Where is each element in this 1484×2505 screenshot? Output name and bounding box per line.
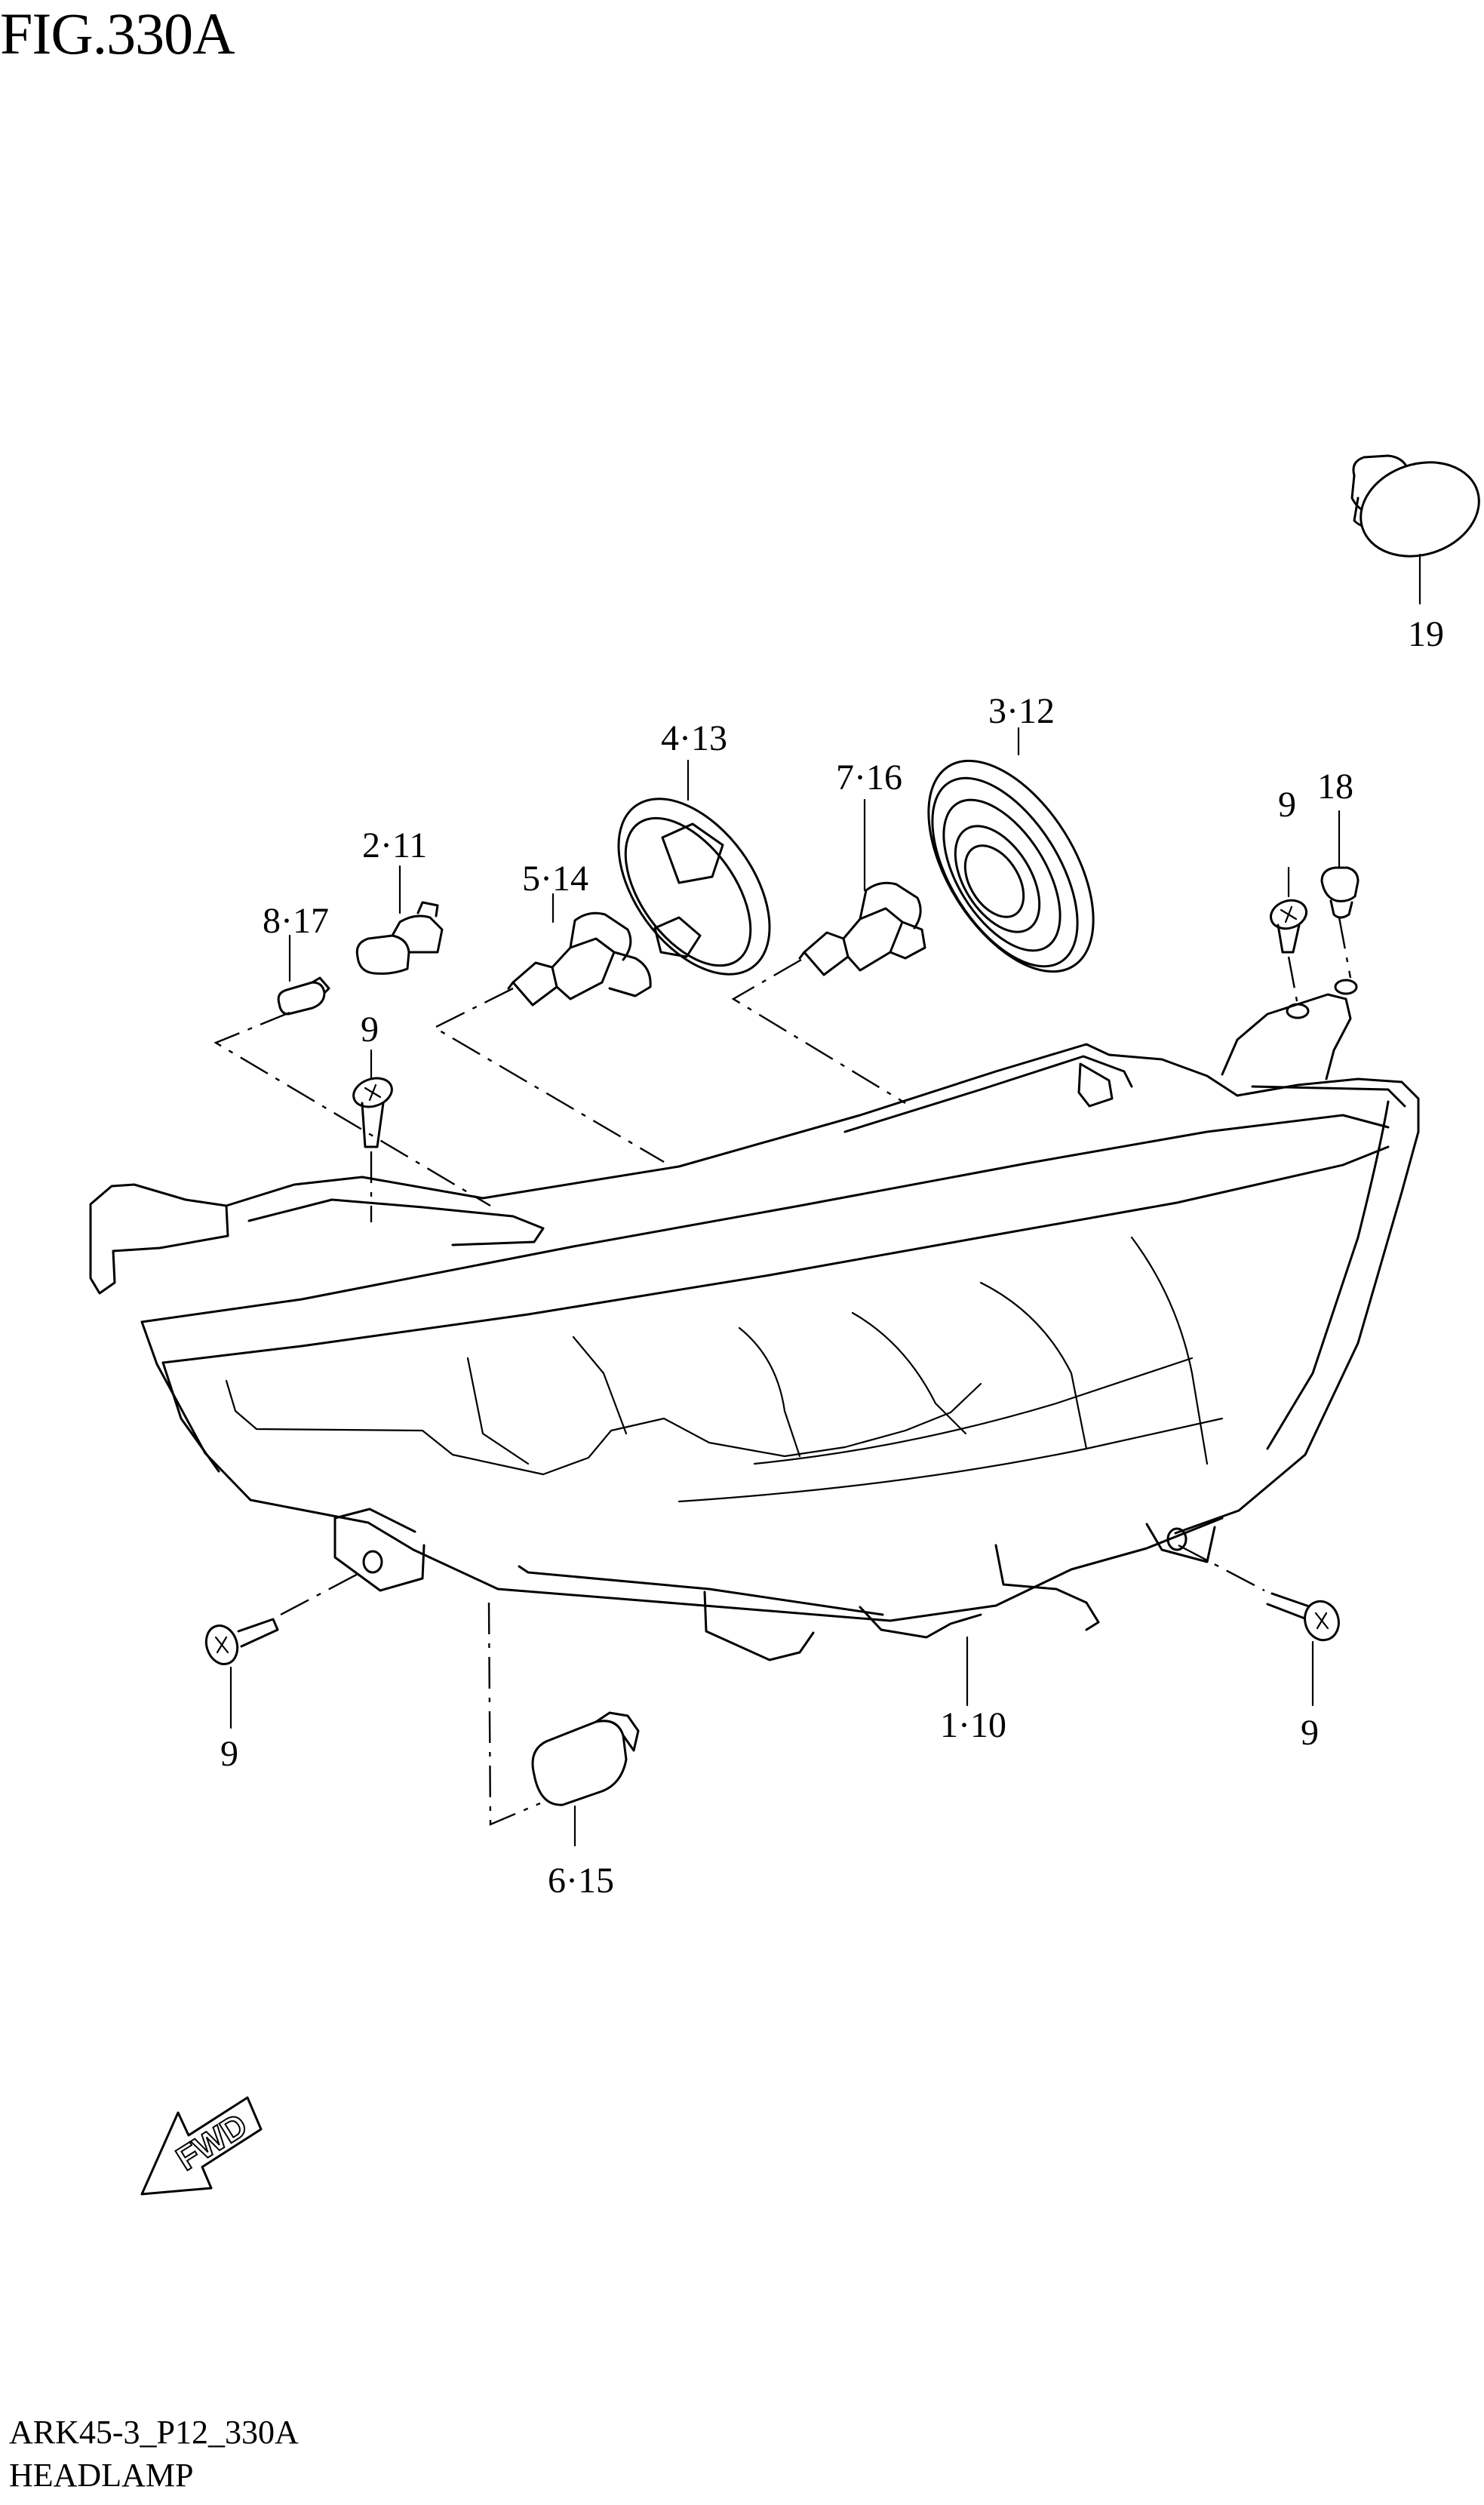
part-9-screw-bottom-right-icon[interactable] [1266, 1592, 1344, 1707]
callout-19: 19 [1408, 614, 1444, 654]
callout-9-top-right: 9 [1278, 785, 1296, 825]
figure-code: ARK45-3_P12_330A [9, 2414, 299, 2451]
callout-9-bottom-right: 9 [1301, 1713, 1319, 1753]
callout-3-12: 3·12 [988, 691, 1055, 731]
assembly-leader-lines [214, 917, 1352, 1826]
callout-2-11: 2·11 [362, 825, 427, 865]
fwd-arrow-icon [140, 2096, 263, 2196]
figure-name: HEADLAMP [9, 2457, 194, 2494]
part-18-clip-icon[interactable] [1320, 810, 1360, 919]
callout-1-10: 1·10 [940, 1705, 1006, 1745]
callout-18: 18 [1317, 767, 1353, 807]
figure-title: FIG.330A [0, 1, 235, 66]
callout-9-bottom-left: 9 [220, 1734, 238, 1774]
callout-9-top-left: 9 [361, 1010, 379, 1050]
callout-8-17: 8·17 [263, 901, 329, 941]
part-5-14-headlight-bulb-icon[interactable] [507, 893, 652, 1007]
part-6-15-marker-bulb-icon[interactable] [531, 1711, 640, 1847]
part-1-10-headlamp-housing-icon[interactable] [89, 979, 1420, 1707]
callout-4-13: 4·13 [661, 718, 727, 758]
part-9-screw-top-left-icon[interactable] [350, 1049, 396, 1148]
callout-6-15: 6·15 [548, 1861, 614, 1901]
part-4-13-retainer-ring-icon[interactable] [588, 759, 800, 1002]
part-8-17-wedge-bulb-icon[interactable] [277, 934, 330, 1016]
part-19-marker-cap-icon[interactable] [1348, 447, 1484, 605]
part-2-11-bulb-socket-icon[interactable] [355, 865, 444, 975]
callout-7-16: 7·16 [836, 758, 902, 798]
callout-5-14: 5·14 [522, 859, 588, 899]
part-7-16-headlight-bulb-icon[interactable] [798, 798, 926, 976]
fwd-direction-badge: FWD [140, 2096, 263, 2196]
part-9-screw-top-right-icon[interactable] [1267, 866, 1310, 954]
part-3-12-seal-ring-icon[interactable] [895, 727, 1127, 1000]
part-9-screw-bottom-left-icon[interactable] [201, 1618, 279, 1729]
